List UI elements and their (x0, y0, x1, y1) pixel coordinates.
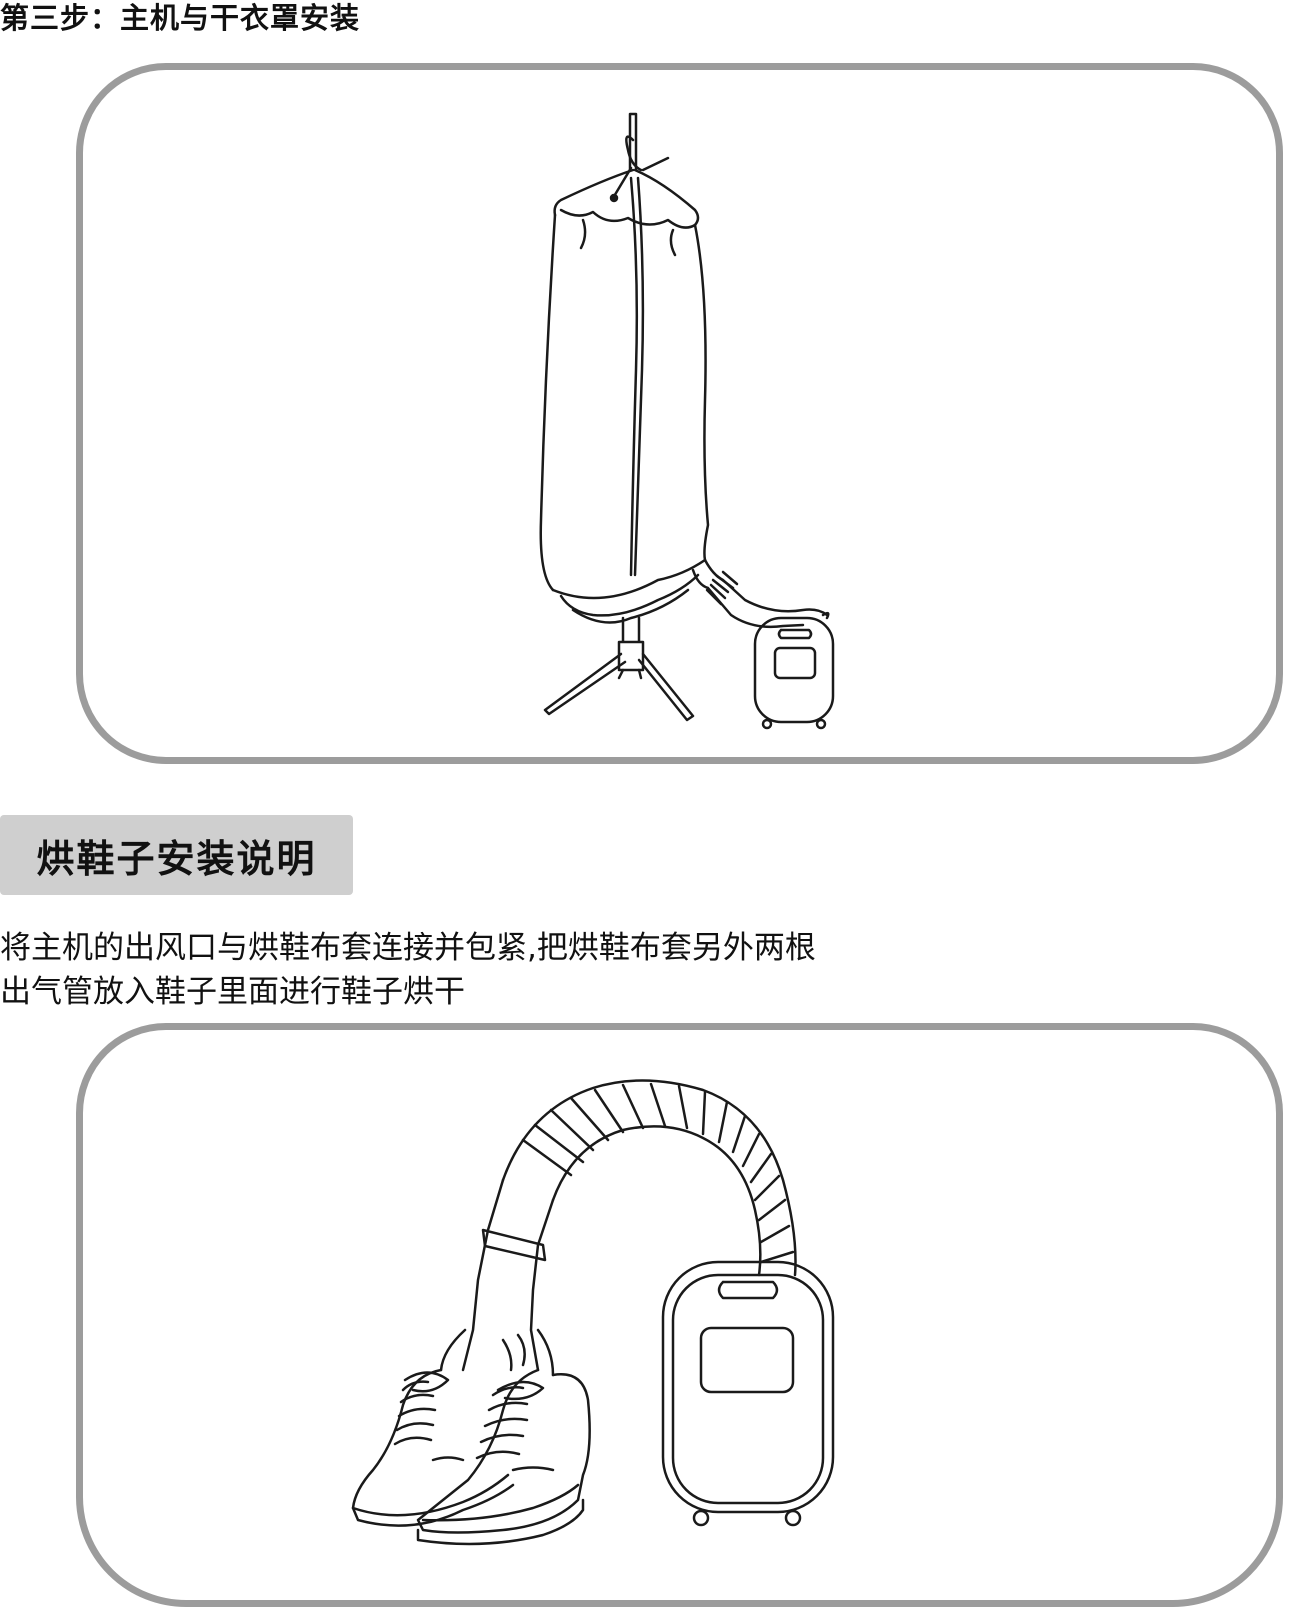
step-title: 第三步：主机与干衣罩安装 (0, 1, 361, 35)
dryer-cover-frame (76, 63, 1283, 764)
dryer-cover-illustration (539, 112, 835, 730)
description: 将主机的出风口与烘鞋布套连接并包紧,把烘鞋布套另外两根 出气管放入鞋子里面进行鞋… (0, 926, 816, 1014)
section-badge: 烘鞋子安装说明 (0, 815, 353, 895)
description-line-2: 出气管放入鞋子里面进行鞋子烘干 (0, 974, 465, 1010)
description-line-1: 将主机的出风口与烘鞋布套连接并包紧,把烘鞋布套另外两根 (0, 930, 816, 966)
shoe-dryer-illustration (351, 1079, 835, 1546)
section-title: 烘鞋子安装说明 (36, 836, 317, 881)
shoe-dryer-frame (76, 1023, 1283, 1607)
